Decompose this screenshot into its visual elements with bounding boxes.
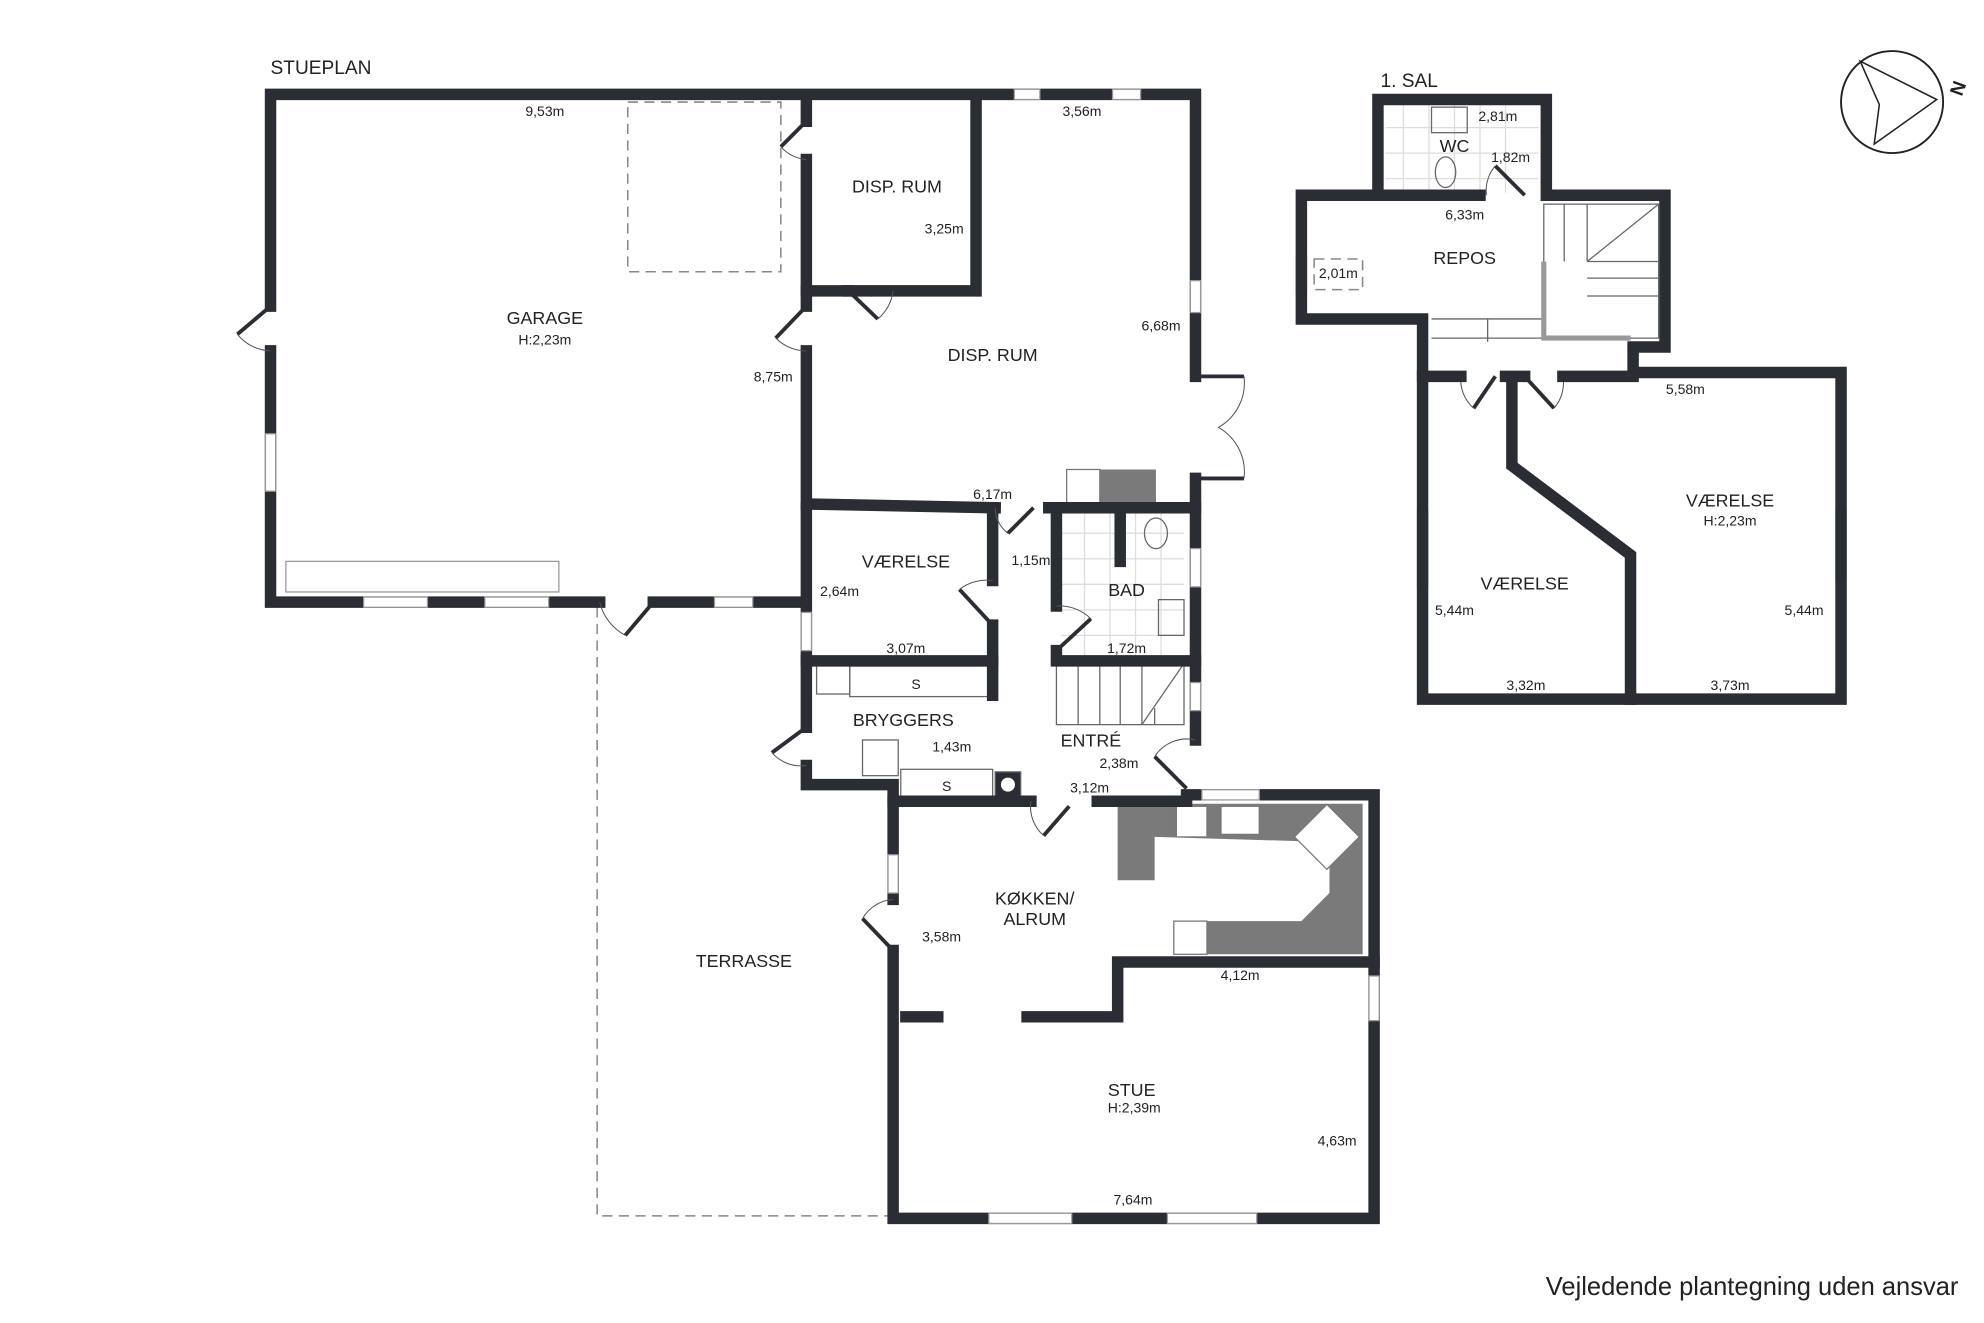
dimension-label: 3,07m bbox=[886, 640, 925, 656]
dimension-label: 3,58m bbox=[922, 929, 961, 945]
ground-floor-title: STUEPLAN bbox=[271, 58, 372, 79]
dimension-label: 4,63m bbox=[1318, 1133, 1357, 1149]
dimension-label: 4,12m bbox=[1221, 967, 1260, 983]
room-disp-rum-large: DISP. RUM bbox=[948, 345, 1038, 365]
dimension-label: 9,53m bbox=[525, 103, 564, 119]
dimension-label: 6,17m bbox=[973, 486, 1012, 502]
dimension-label: 3,25m bbox=[925, 220, 964, 236]
room-vaerelse: VÆRELSE bbox=[862, 552, 950, 572]
stairs-entre bbox=[1055, 662, 1185, 726]
room-vaerelse-left: VÆRELSE bbox=[1480, 573, 1568, 593]
dimension-label: 1,72m bbox=[1107, 640, 1146, 656]
dimension-label: 3,56m bbox=[1062, 103, 1101, 119]
storage-mark: S bbox=[942, 778, 951, 794]
dimension-label: 8,75m bbox=[754, 368, 793, 384]
dimension-label: 1,43m bbox=[932, 738, 971, 754]
dimension-label: 3,32m bbox=[1506, 677, 1545, 693]
room-wc: WC bbox=[1440, 136, 1470, 156]
disclaimer-text: Vejledende plantegning uden ansvar bbox=[1546, 1273, 1959, 1301]
doors bbox=[236, 119, 1564, 952]
stue-height: H:2,39m bbox=[1108, 1099, 1161, 1115]
dimension-label: 3,73m bbox=[1711, 677, 1750, 693]
storage-mark: S bbox=[911, 676, 920, 692]
room-bryggers: BRYGGERS bbox=[853, 710, 954, 730]
room-vaerelse-right: VÆRELSE bbox=[1686, 490, 1774, 510]
kitchen-counter bbox=[1117, 803, 1363, 955]
room-garage: GARAGE bbox=[507, 308, 584, 328]
wc-tiles bbox=[1385, 104, 1539, 193]
dimension-label: 1,15m bbox=[1011, 552, 1050, 568]
room-bad: BAD bbox=[1108, 580, 1145, 600]
room-stue: STUE bbox=[1108, 1080, 1156, 1100]
terrace-outline bbox=[596, 607, 891, 1217]
walls-ground-floor bbox=[264, 88, 1380, 1225]
room-disp-rum-small: DISP. RUM bbox=[852, 177, 942, 197]
room-repos: REPOS bbox=[1433, 248, 1496, 268]
dimension-label: 1,82m bbox=[1491, 149, 1530, 165]
garage-height: H:2,23m bbox=[518, 331, 571, 347]
dimension-label: 2,38m bbox=[1099, 755, 1138, 771]
dimension-label: 5,44m bbox=[1435, 602, 1474, 618]
stairs-repos bbox=[1431, 203, 1660, 342]
room-kokken-line1: KØKKEN/ bbox=[995, 889, 1074, 909]
dimension-label: 5,44m bbox=[1785, 602, 1824, 618]
room-kokken-line2: ALRUM bbox=[1003, 909, 1066, 929]
bad-counter bbox=[1097, 469, 1156, 503]
dimension-label: 6,33m bbox=[1445, 206, 1484, 222]
dimension-label: 3,12m bbox=[1070, 779, 1109, 795]
dimension-label: 2,01m bbox=[1319, 265, 1358, 281]
first-floor-dimensions: 2,81m 1,82m 6,33m 2,01m 5,58m 5,44m 5,44… bbox=[1319, 108, 1824, 693]
compass-icon: N bbox=[1840, 50, 1971, 155]
bad-sink bbox=[1065, 468, 1101, 504]
vaerelse-right-height: H:2,23m bbox=[1704, 513, 1757, 529]
walls-first-floor bbox=[1295, 93, 1847, 705]
garage-dashed-area bbox=[626, 101, 782, 273]
first-floor-title: 1. SAL bbox=[1380, 71, 1437, 92]
room-entre: ENTRÉ bbox=[1061, 730, 1122, 750]
compass-north-label: N bbox=[1947, 79, 1971, 99]
ground-floor-dimensions: 9,53m 8,75m 3,56m 3,25m 6,68m 6,17m 1,15… bbox=[525, 103, 1356, 1207]
dimension-label: 6,68m bbox=[1142, 317, 1181, 333]
room-terrasse: TERRASSE bbox=[696, 951, 792, 971]
dimension-label: 2,64m bbox=[820, 583, 859, 599]
dimension-label: 2,81m bbox=[1478, 108, 1517, 124]
fixtures bbox=[815, 106, 1468, 799]
dimension-label: 5,58m bbox=[1666, 381, 1705, 397]
dimension-label: 7,64m bbox=[1113, 1191, 1152, 1207]
